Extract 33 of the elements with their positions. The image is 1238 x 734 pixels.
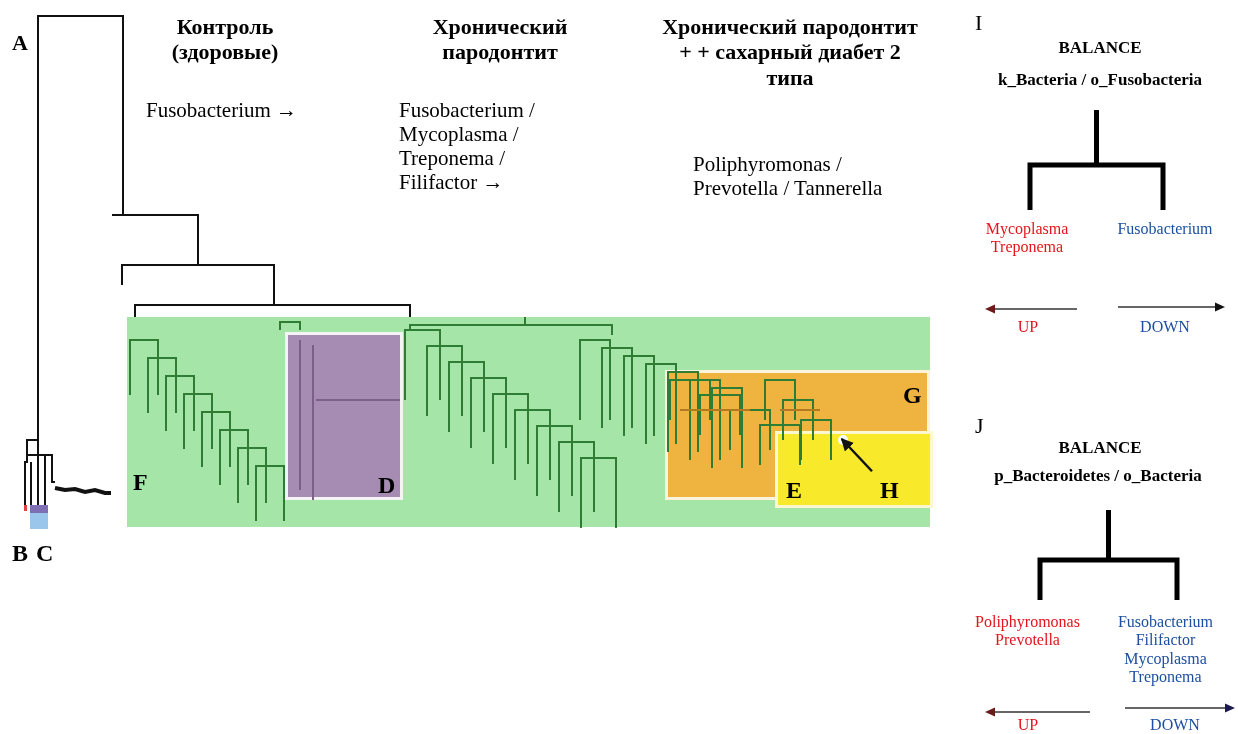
panel-letter: C	[36, 540, 55, 568]
region-letter: G	[903, 383, 922, 407]
group-heading: Хронический пародонтит + + сахарный диабет 2 типа	[661, 14, 919, 90]
taxa-list: Mycoplasma Treponema	[967, 220, 1087, 257]
direction-label: UP	[1016, 716, 1040, 734]
taxa-list: Fusobacterium Filifactor Mycoplasma Treponema	[1103, 613, 1228, 687]
panel-letter: I	[975, 10, 984, 36]
genus-list: Poliphyromonas / Prevotella / Tannerella	[693, 152, 888, 201]
cluster-region	[127, 317, 930, 527]
balance-title: BALANCE	[1057, 38, 1143, 58]
panel-letter: A	[12, 30, 29, 56]
highlight-dot	[838, 435, 848, 445]
cluster-region	[285, 332, 403, 500]
balance-title: BALANCE	[1057, 438, 1143, 458]
balance-title: p_Bacteroidetes / o_Bacteria	[993, 466, 1203, 486]
region-letter: D	[378, 473, 396, 497]
region-letter: F	[133, 470, 148, 494]
cluster-region	[775, 431, 933, 508]
taxa-list: Fusobacterium	[1100, 220, 1230, 239]
group-heading: Хронический пародонтит	[431, 14, 569, 65]
genus-list: Fusobacterium →	[146, 98, 336, 123]
taxa-list: Poliphyromonas Prevotella	[955, 613, 1100, 650]
region-letter: E	[786, 478, 802, 502]
panel-letter: B	[12, 540, 29, 568]
direction-label: DOWN	[1149, 716, 1201, 734]
leader-arrow	[840, 438, 873, 473]
balance-title: k_Bacteria / o_Fusobacteria	[997, 70, 1203, 90]
group-heading: Контроль (здоровые)	[170, 14, 280, 65]
direction-label: DOWN	[1139, 318, 1191, 337]
direction-label: UP	[1016, 318, 1040, 337]
genus-list: Fusobacterium / Mycoplasma / Treponema / Filifactor →	[399, 98, 577, 195]
panel-letter: J	[975, 413, 985, 439]
region-letter: H	[880, 478, 899, 502]
